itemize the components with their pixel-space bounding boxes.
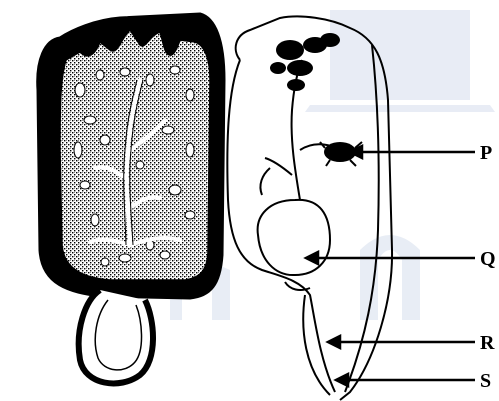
label-q: Q (480, 248, 496, 270)
label-s: S (480, 370, 491, 392)
top-dark-cluster (270, 33, 340, 91)
ovary-section-left (38, 14, 224, 383)
label-p: P (480, 142, 492, 164)
label-r: R (480, 332, 495, 354)
